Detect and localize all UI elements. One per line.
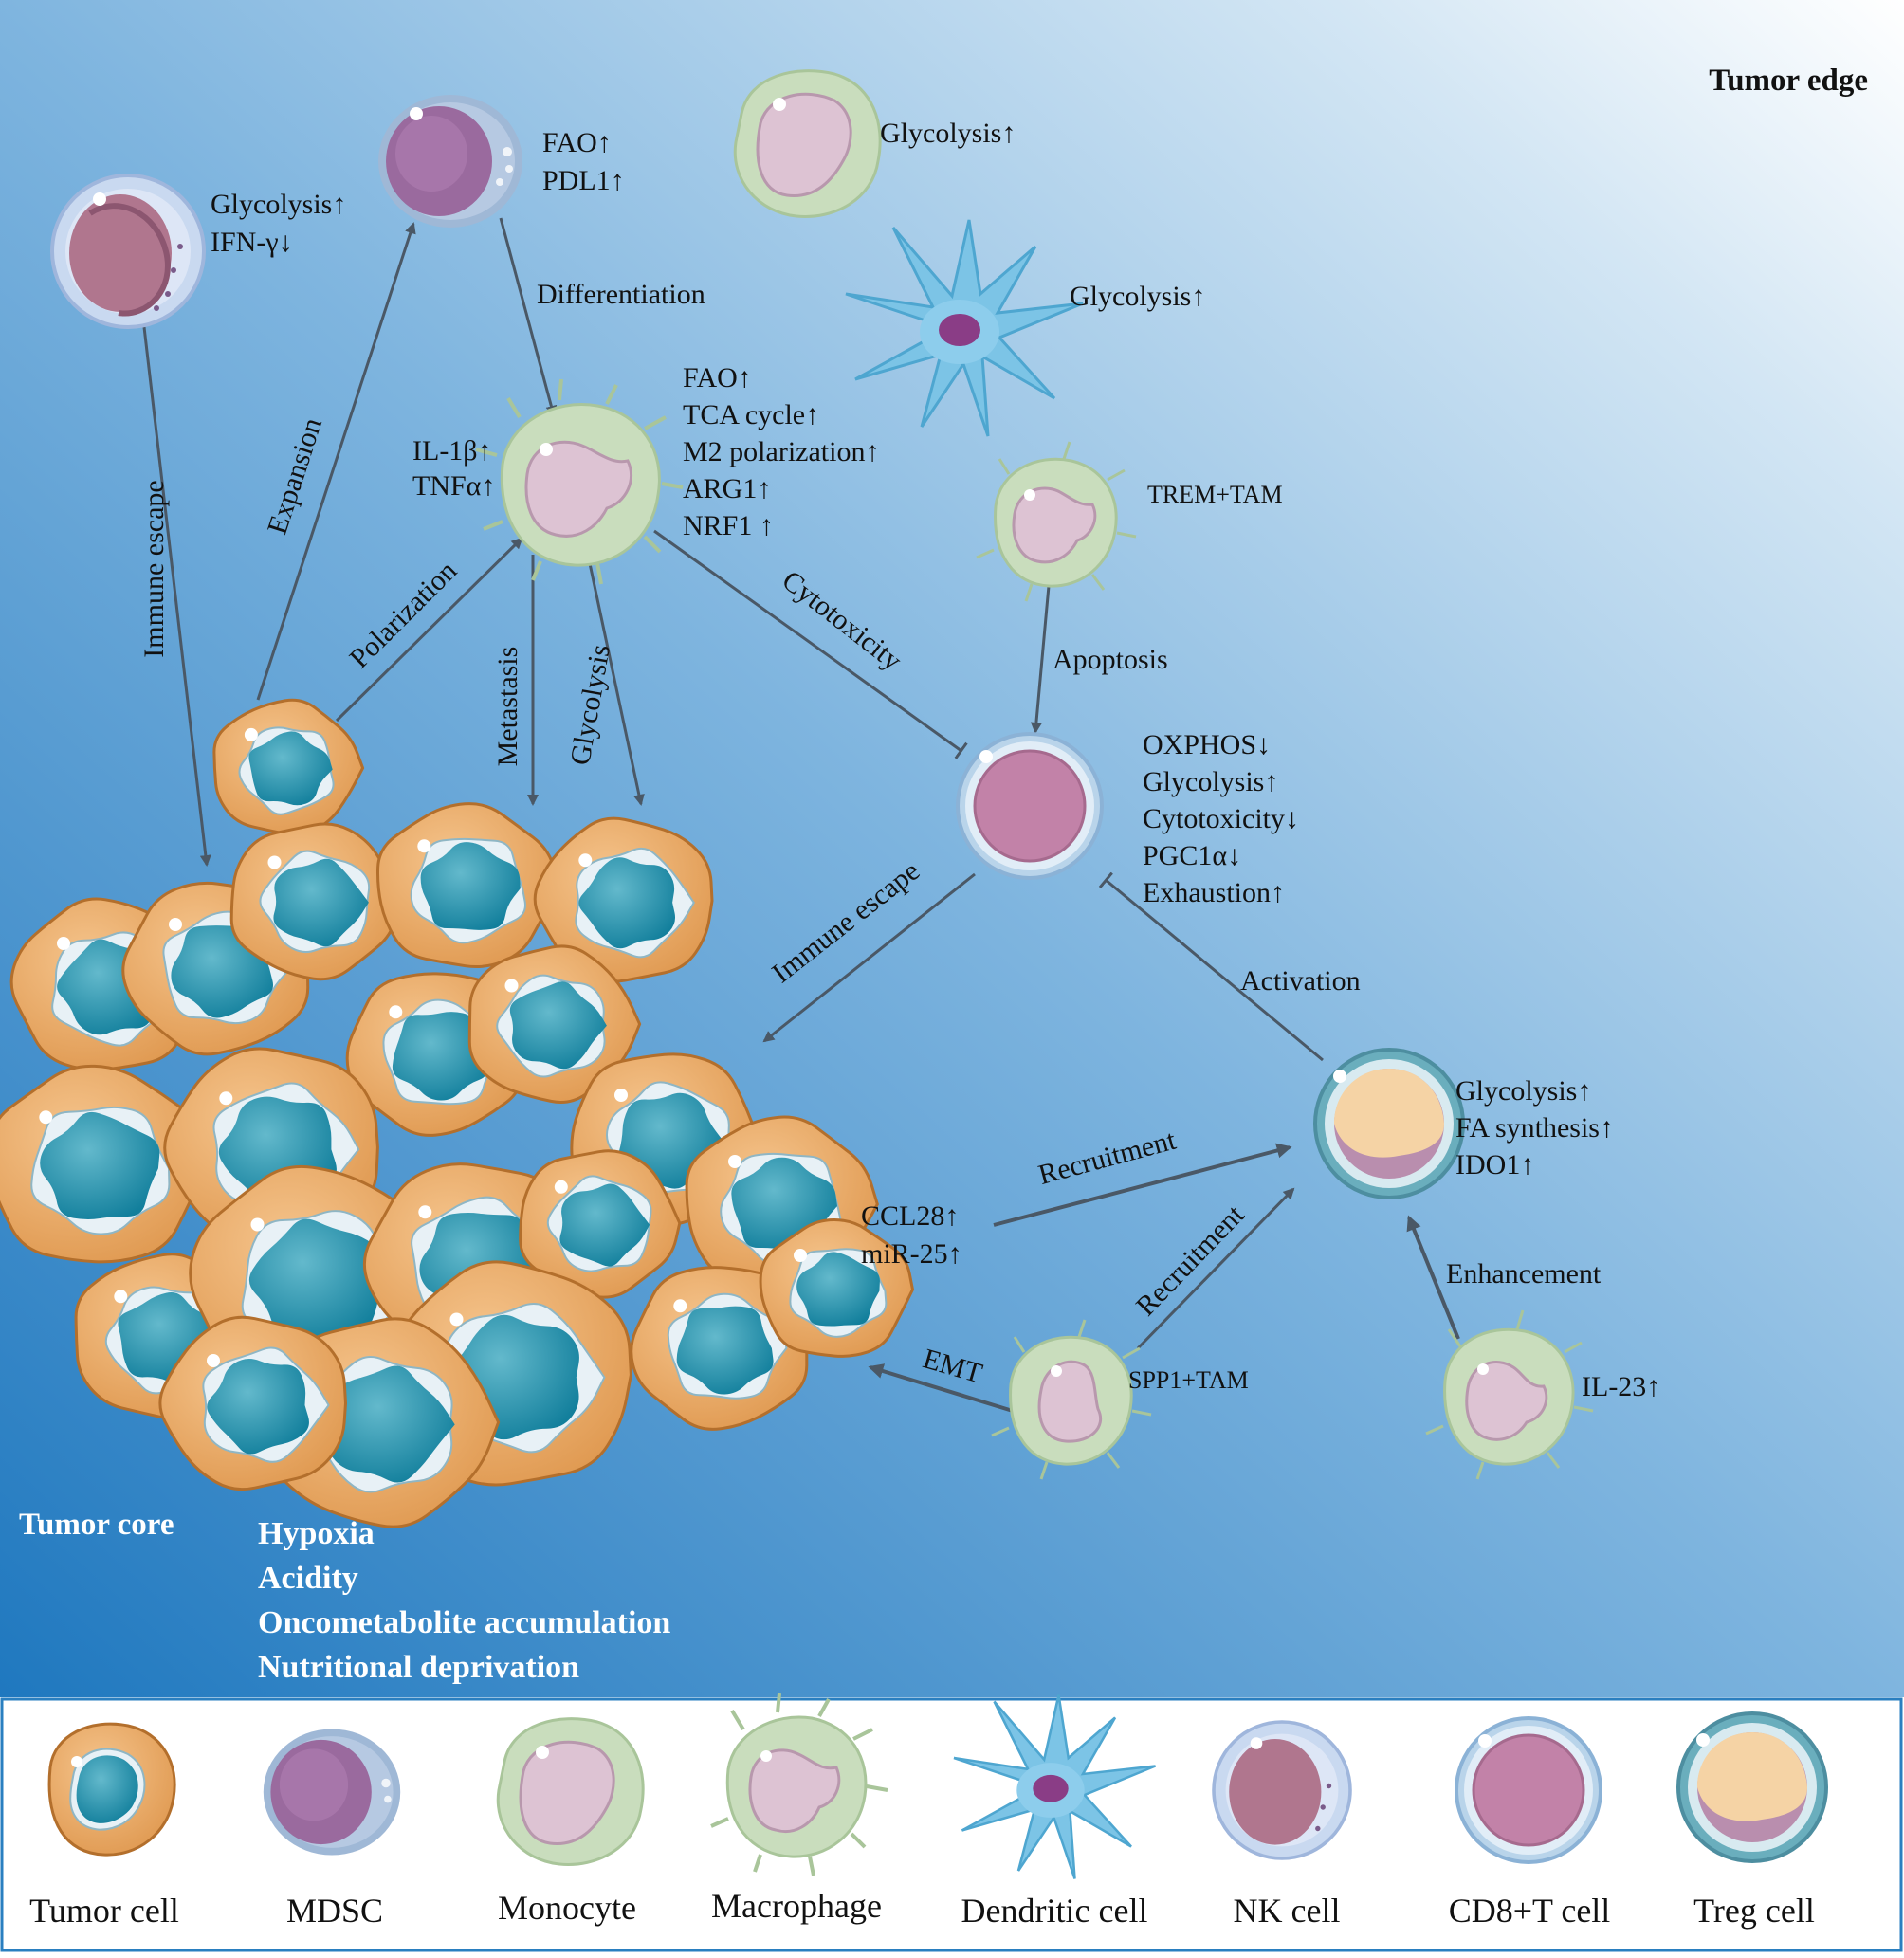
mdsc-cell bbox=[378, 95, 522, 228]
macrophage-label-arg1: ARG1↑ bbox=[683, 473, 771, 504]
label-metastasis: Metastasis bbox=[492, 647, 523, 767]
il23-label: IL-23↑ bbox=[1582, 1371, 1660, 1402]
condition-hypoxia: Hypoxia bbox=[258, 1516, 375, 1551]
legend-macrophage-icon bbox=[710, 1693, 888, 1876]
legend-cd8-icon bbox=[1455, 1716, 1602, 1864]
inhibit-activation bbox=[1098, 871, 1324, 1062]
nk-label-2: IFN-γ↓ bbox=[211, 227, 293, 258]
cd8-label-glycolysis: Glycolysis↑ bbox=[1143, 766, 1278, 797]
cd8-label-exhaustion: Exhaustion↑ bbox=[1143, 877, 1285, 908]
arrow-differentiation bbox=[499, 217, 558, 417]
label-apoptosis: Apoptosis bbox=[1053, 644, 1168, 675]
arrow-expansion bbox=[256, 222, 416, 701]
legend-treg-icon bbox=[1676, 1711, 1828, 1863]
tumor-core-label: Tumor core bbox=[19, 1508, 174, 1542]
label-activation: Activation bbox=[1240, 965, 1361, 997]
dendritic-label: Glycolysis↑ bbox=[1070, 281, 1205, 312]
macrophage-label-m2: M2 polarization↑ bbox=[683, 436, 879, 467]
nk-cell bbox=[50, 174, 206, 329]
spp1-tam-cell bbox=[991, 1319, 1152, 1480]
legend-mdsc-icon bbox=[263, 1729, 401, 1856]
region-labels: Tumor edge Tumor core Hypoxia Acidity On… bbox=[19, 64, 1868, 1685]
tumor-cell bbox=[375, 802, 561, 969]
legend-label-cd8-t-cell: CD8+T cell bbox=[1449, 1892, 1611, 1930]
macrophage-label-nrf1: NRF1 ↑ bbox=[683, 510, 774, 541]
cd8-label-pgc1a: PGC1α↓ bbox=[1143, 840, 1241, 871]
macrophage-label-tnfa: TNFα↑ bbox=[412, 470, 495, 502]
treg-label-ido1: IDO1↑ bbox=[1455, 1149, 1534, 1180]
tumor-cell bbox=[212, 698, 365, 836]
arrow-glycolysis bbox=[586, 554, 645, 806]
legend-label-treg-cell: Treg cell bbox=[1693, 1892, 1815, 1930]
tumor-cell bbox=[0, 1064, 209, 1264]
spp1-tam-label: SPP1+TAM bbox=[1128, 1366, 1249, 1394]
macrophage-center bbox=[475, 378, 684, 585]
legend: Tumor cell MDSC Monocyte Macrophage Dend… bbox=[0, 1693, 1903, 1952]
arrow-recruitment-1 bbox=[993, 1143, 1292, 1227]
legend-tumor-cell-icon bbox=[47, 1722, 176, 1857]
macrophage-label-tca: TCA cycle↑ bbox=[683, 399, 819, 430]
trem-tam-cell bbox=[976, 441, 1137, 602]
cd8-t-cell bbox=[956, 732, 1104, 880]
label-differentiation: Differentiation bbox=[537, 279, 705, 310]
arrow-immune-escape-left bbox=[142, 326, 211, 867]
treg-label-glycolysis: Glycolysis↑ bbox=[1455, 1075, 1591, 1107]
legend-label-mdsc: MDSC bbox=[286, 1892, 383, 1930]
arrow-enhancement bbox=[1406, 1215, 1460, 1340]
tumor-cell bbox=[229, 822, 403, 981]
cd8-label-oxphos: OXPHOS↓ bbox=[1143, 729, 1271, 760]
legend-dendritic-icon bbox=[953, 1694, 1156, 1879]
cd8-label-cytotoxicity: Cytotoxicity↓ bbox=[1143, 803, 1299, 834]
legend-label-dendritic-cell: Dendritic cell bbox=[961, 1892, 1148, 1930]
tumor-cluster bbox=[0, 698, 915, 1528]
legend-nk-icon bbox=[1212, 1720, 1352, 1860]
legend-label-tumor-cell: Tumor cell bbox=[29, 1892, 179, 1930]
inhibit-cytotoxicity bbox=[653, 529, 968, 759]
macrophage-label-fao: FAO↑ bbox=[683, 362, 752, 393]
arrows bbox=[142, 217, 1460, 1413]
nk-label-1: Glycolysis↑ bbox=[211, 189, 346, 220]
monocyte-label: Glycolysis↑ bbox=[880, 118, 1016, 149]
arrow-recruitment-2 bbox=[1136, 1187, 1295, 1350]
dendritic-cell bbox=[845, 219, 1084, 437]
arrow-apoptosis bbox=[1030, 585, 1051, 734]
arrow-polarization bbox=[335, 537, 523, 723]
tumor-cell bbox=[519, 1149, 682, 1299]
label-immune-escape-left: Immune escape bbox=[138, 480, 170, 657]
arrow-immune-escape-right bbox=[762, 872, 976, 1043]
legend-label-nk-cell: NK cell bbox=[1234, 1892, 1341, 1930]
legend-label-macrophage: Macrophage bbox=[711, 1887, 882, 1925]
macrophage-label-il1b: IL-1β↑ bbox=[412, 435, 492, 467]
tumor-cell bbox=[759, 1217, 915, 1358]
monocyte-cell bbox=[733, 69, 882, 218]
mdsc-label-2: PDL1↑ bbox=[542, 165, 625, 196]
tumor-cell bbox=[533, 816, 714, 983]
tumor-cell bbox=[630, 1266, 809, 1431]
treg-label-fa-synthesis: FA synthesis↑ bbox=[1455, 1112, 1614, 1144]
tumor-cell bbox=[158, 1315, 348, 1491]
label-enhancement: Enhancement bbox=[1446, 1258, 1602, 1290]
cell-annotations: Glycolysis↑ IFN-γ↓ FAO↑ PDL1↑ Glycolysis… bbox=[211, 118, 1660, 1402]
tumor-label-mir25: miR-25↑ bbox=[861, 1238, 962, 1270]
legend-monocyte-icon bbox=[496, 1717, 645, 1866]
treg-cell bbox=[1313, 1048, 1465, 1199]
il23-macrophage-cell bbox=[1425, 1309, 1594, 1480]
legend-label-monocyte: Monocyte bbox=[498, 1889, 636, 1927]
condition-oncometabolite: Oncometabolite accumulation bbox=[258, 1605, 670, 1640]
condition-nutritional-deprivation: Nutritional deprivation bbox=[258, 1650, 579, 1685]
arrow-emt bbox=[868, 1363, 1014, 1413]
mdsc-label-1: FAO↑ bbox=[542, 127, 612, 158]
condition-acidity: Acidity bbox=[258, 1561, 358, 1596]
trem-tam-label: TREM+TAM bbox=[1147, 481, 1283, 508]
tumor-cell bbox=[467, 944, 642, 1105]
tumor-label-ccl28: CCL28↑ bbox=[861, 1200, 959, 1232]
tumor-edge-label: Tumor edge bbox=[1709, 64, 1868, 98]
